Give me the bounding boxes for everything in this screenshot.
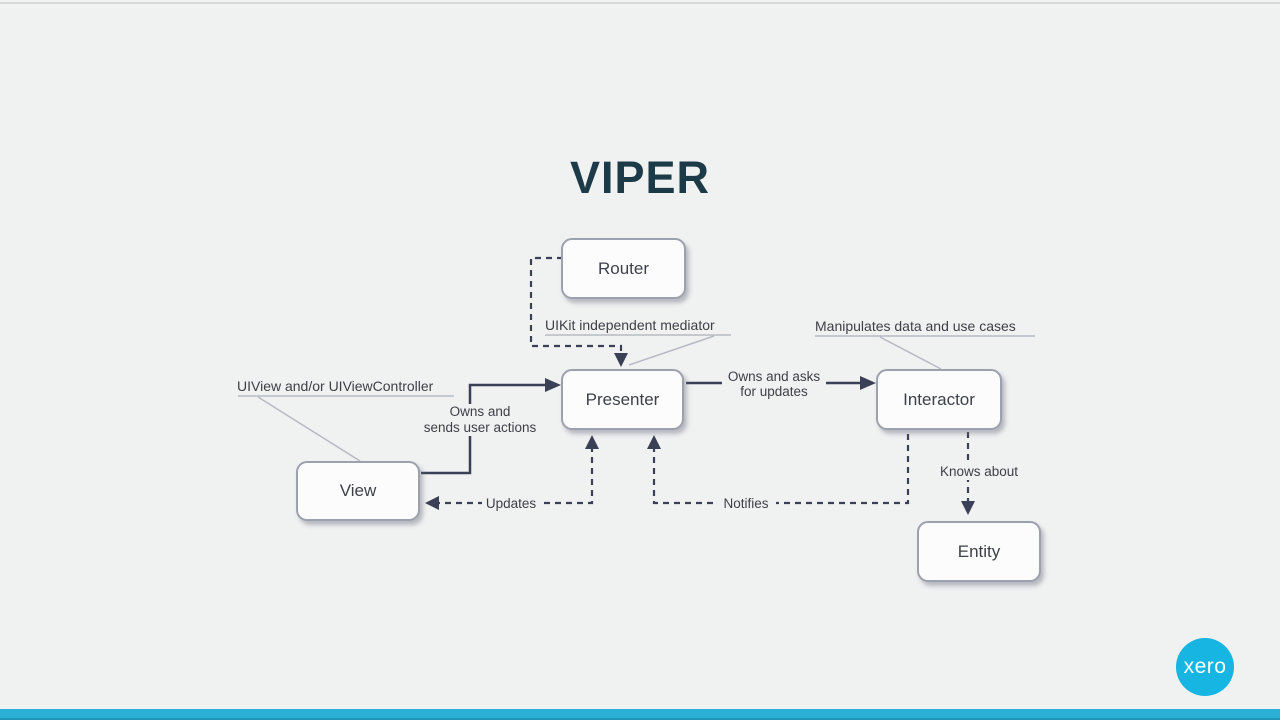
node-entity-label: Entity: [957, 541, 1001, 561]
xero-logo: xero: [1176, 638, 1234, 696]
page-title: VIPER: [569, 152, 711, 203]
edge-label-owns-sends-line2: sends user actions: [423, 420, 537, 435]
edge-label-owns-asks-line1: Owns and asks: [727, 369, 821, 384]
edge-label-owns-sends: Owns and sends user actions: [416, 404, 544, 436]
footer-accent-bar: [0, 709, 1280, 718]
edge-label-owns-asks: Owns and asks for updates: [722, 369, 826, 399]
node-view: View: [296, 461, 420, 521]
node-view-label: View: [339, 481, 377, 500]
top-divider: [0, 2, 1280, 4]
footer-accent-edge: [0, 718, 1280, 720]
callout-manipulates-label: Manipulates data and use cases: [815, 318, 1016, 334]
node-router: Router: [561, 238, 686, 299]
edge-label-owns-asks-line2: for updates: [740, 384, 808, 399]
arrow-presenter-to-view-updates: [425, 435, 599, 510]
edge-label-knows-about: Knows about: [938, 464, 1020, 480]
edge-label-updates: Updates: [482, 496, 540, 512]
callout-line-uiview: [238, 395, 454, 462]
node-interactor: Interactor: [876, 369, 1002, 430]
node-interactor-label: Interactor: [903, 389, 975, 409]
callout-line-manipulates: [815, 335, 1035, 370]
callout-line-uikit: [545, 334, 731, 366]
callout-uikit-label: UIKit independent mediator: [545, 317, 715, 333]
node-presenter: Presenter: [561, 369, 684, 430]
xero-logo-text: xero: [1183, 655, 1227, 678]
edge-label-owns-sends-line1: Owns and: [449, 404, 511, 419]
callout-uiview-label: UIView and/or UIViewController: [237, 378, 434, 394]
node-presenter-label: Presenter: [585, 389, 660, 409]
arrow-router-to-presenter: [529, 256, 628, 367]
node-entity: Entity: [917, 521, 1041, 582]
node-router-label: Router: [597, 258, 650, 278]
arrow-interactor-to-presenter-notifies: [647, 432, 910, 505]
edge-label-notifies: Notifies: [716, 496, 776, 512]
